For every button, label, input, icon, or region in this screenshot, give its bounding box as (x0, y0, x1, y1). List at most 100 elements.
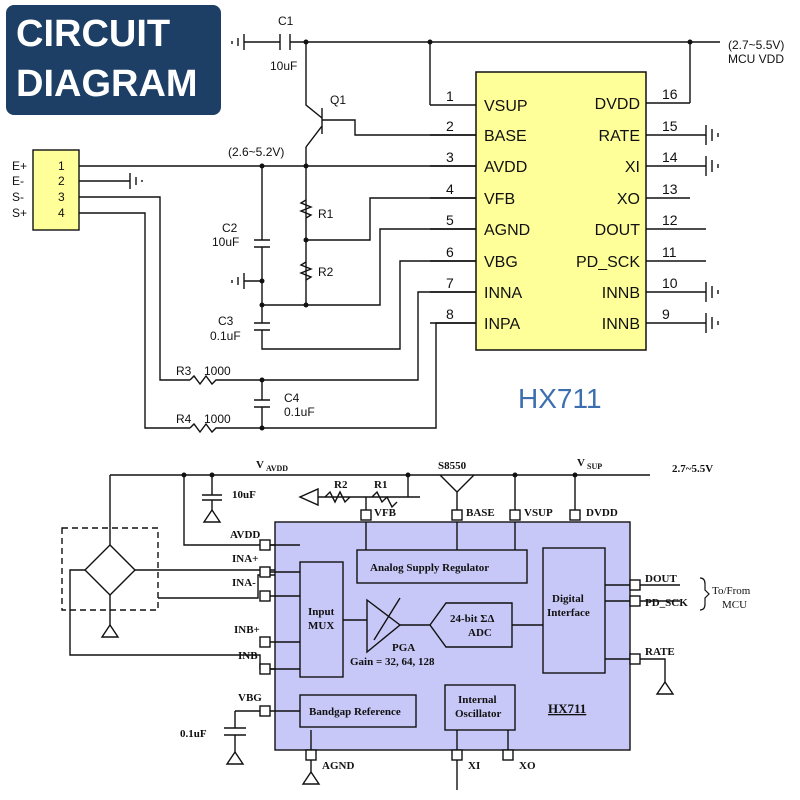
ina-plus-pin: INA+ (232, 553, 258, 565)
supply-range: 2.7~5.5V (672, 463, 713, 475)
top-right-pin-name: INNB (602, 285, 640, 302)
mcu-brace (699, 577, 710, 611)
r4-value: 1000 (204, 412, 231, 426)
base-pin: BASE (466, 507, 495, 519)
c4-label: C4 (284, 391, 300, 405)
xi-pin: XI (468, 760, 480, 772)
bandgap-reference-block (299, 694, 417, 728)
vfb-pin: VFB (374, 507, 397, 519)
q1-label: Q1 (330, 93, 346, 107)
dout-pin: DOUT (645, 573, 677, 585)
connector-pin-label: S- (12, 190, 24, 204)
top-right-pin-number: 11 (662, 244, 677, 260)
top-right-pin-name: DVDD (595, 96, 640, 113)
top-pin-labels: 1VSUP2BASE3AVDD4VFB5AGND6VBG7INNA8INPA16… (12, 86, 678, 333)
connector-pin-number: 2 (58, 174, 65, 188)
top-left-pin-number: 3 (446, 149, 454, 165)
top-left-pin-number: 5 (446, 212, 454, 228)
top-right-pin-name: PD_SCK (576, 254, 640, 271)
top-right-pin-number: 15 (662, 118, 678, 134)
ground-c1 (231, 34, 245, 50)
digital-interface-block (542, 547, 606, 674)
ina-minus-pin: INA- (232, 577, 256, 589)
cap-10uf: 10uF (232, 489, 256, 501)
c3-value: 0.1uF (210, 329, 241, 343)
top-left-pin-number: 8 (446, 306, 454, 322)
connector-pin-label: E- (12, 174, 24, 188)
top-left-pin-name: AGND (484, 222, 530, 239)
xo-pin: XO (519, 760, 536, 772)
regulator-label: Analog Supply Regulator (370, 562, 489, 574)
vavdd-sub: AVDD (266, 464, 288, 473)
top-left-pin-name: BASE (484, 128, 527, 145)
top-right-pin-number: 14 (662, 149, 678, 165)
avdd-pin: AVDD (230, 529, 260, 541)
top-right-pin-number: 12 (662, 212, 678, 228)
oscillator-label-2: Oscillator (455, 708, 502, 720)
r3-value: 1000 (204, 364, 231, 378)
vbg-pin: VBG (238, 692, 262, 704)
top-left-pin-name: AVDD (484, 159, 527, 176)
pga-label: PGA (392, 642, 415, 654)
top-right-pin-number: 13 (662, 181, 678, 197)
top-left-pin-number: 1 (446, 88, 454, 104)
pga-amplifier (366, 598, 402, 654)
top-left-pin-number: 7 (446, 275, 454, 291)
c3-label: C3 (218, 314, 234, 328)
top-left-pin-name: INPA (484, 316, 520, 333)
top-left-pin-name: VSUP (484, 98, 528, 115)
adc-label-1: 24-bit ΣΔ (450, 613, 494, 625)
connector-pin-number: 4 (58, 206, 65, 220)
connector-pin-number: 1 (58, 159, 65, 173)
c1-label: C1 (278, 14, 294, 28)
c2-value: 10uF (212, 235, 239, 249)
r1-bottom: R1 (374, 479, 387, 491)
top-left-pin-name: VBG (484, 254, 518, 271)
mcu-vdd-range: (2.7~5.5V) (728, 38, 784, 52)
mcu-vdd-label: MCU VDD (728, 52, 784, 66)
gain-label: Gain = 32, 64, 128 (350, 656, 435, 668)
connector-pin-label: E+ (12, 159, 27, 173)
inb-pin: INB (238, 650, 258, 662)
top-left-pin-number: 4 (446, 181, 454, 197)
connector-pin-number: 3 (58, 190, 65, 204)
vsup-pin: VSUP (524, 507, 553, 519)
digital-label-2: Interface (547, 607, 590, 619)
top-left-pin-name: INNA (484, 285, 523, 302)
digital-label-1: Digital (552, 593, 584, 605)
top-right-pin-number: 16 (662, 86, 678, 102)
top-left-pin-number: 2 (446, 118, 454, 134)
top-right-pin-name: XO (617, 191, 640, 208)
top-left-pin-number: 6 (446, 244, 454, 260)
top-right-pin-number: 10 (662, 275, 678, 291)
c1-value: 10uF (270, 59, 297, 73)
oscillator-label-1: Internal (458, 694, 497, 706)
input-mux-label-1: Input (308, 606, 335, 618)
bottom-schematic (61, 472, 680, 790)
r2-bottom: R2 (334, 479, 348, 491)
rate-pin: RATE (645, 646, 675, 658)
mcu-label: MCU (722, 599, 747, 611)
agnd-pin: AGND (322, 760, 354, 772)
vavdd-label: V (256, 459, 264, 471)
bottom-labels: V AVDD V SUP S8550 2.7~5.5V 10uF R2 R1 V… (180, 457, 751, 772)
input-mux-label-2: MUX (308, 620, 334, 632)
adc-label-2: ADC (468, 627, 492, 639)
input-mux-block (299, 561, 344, 678)
cap-01uf: 0.1uF (180, 728, 207, 740)
hx711-chip-body (475, 71, 647, 351)
internal-oscillator-block (444, 684, 516, 731)
avdd-range: (2.6~5.2V) (228, 145, 284, 159)
analog-supply-regulator-block (356, 549, 528, 584)
r1-label: R1 (318, 207, 334, 221)
r2-label: R2 (318, 265, 334, 279)
connector-block (32, 149, 80, 231)
title-line-2: DIAGRAM (16, 63, 198, 105)
c4-value: 0.1uF (284, 405, 315, 419)
r4-label: R4 (176, 412, 192, 426)
vsup-sub: SUP (587, 462, 602, 471)
inb-plus-pin: INB+ (234, 624, 260, 636)
s8550-label: S8550 (438, 460, 467, 472)
